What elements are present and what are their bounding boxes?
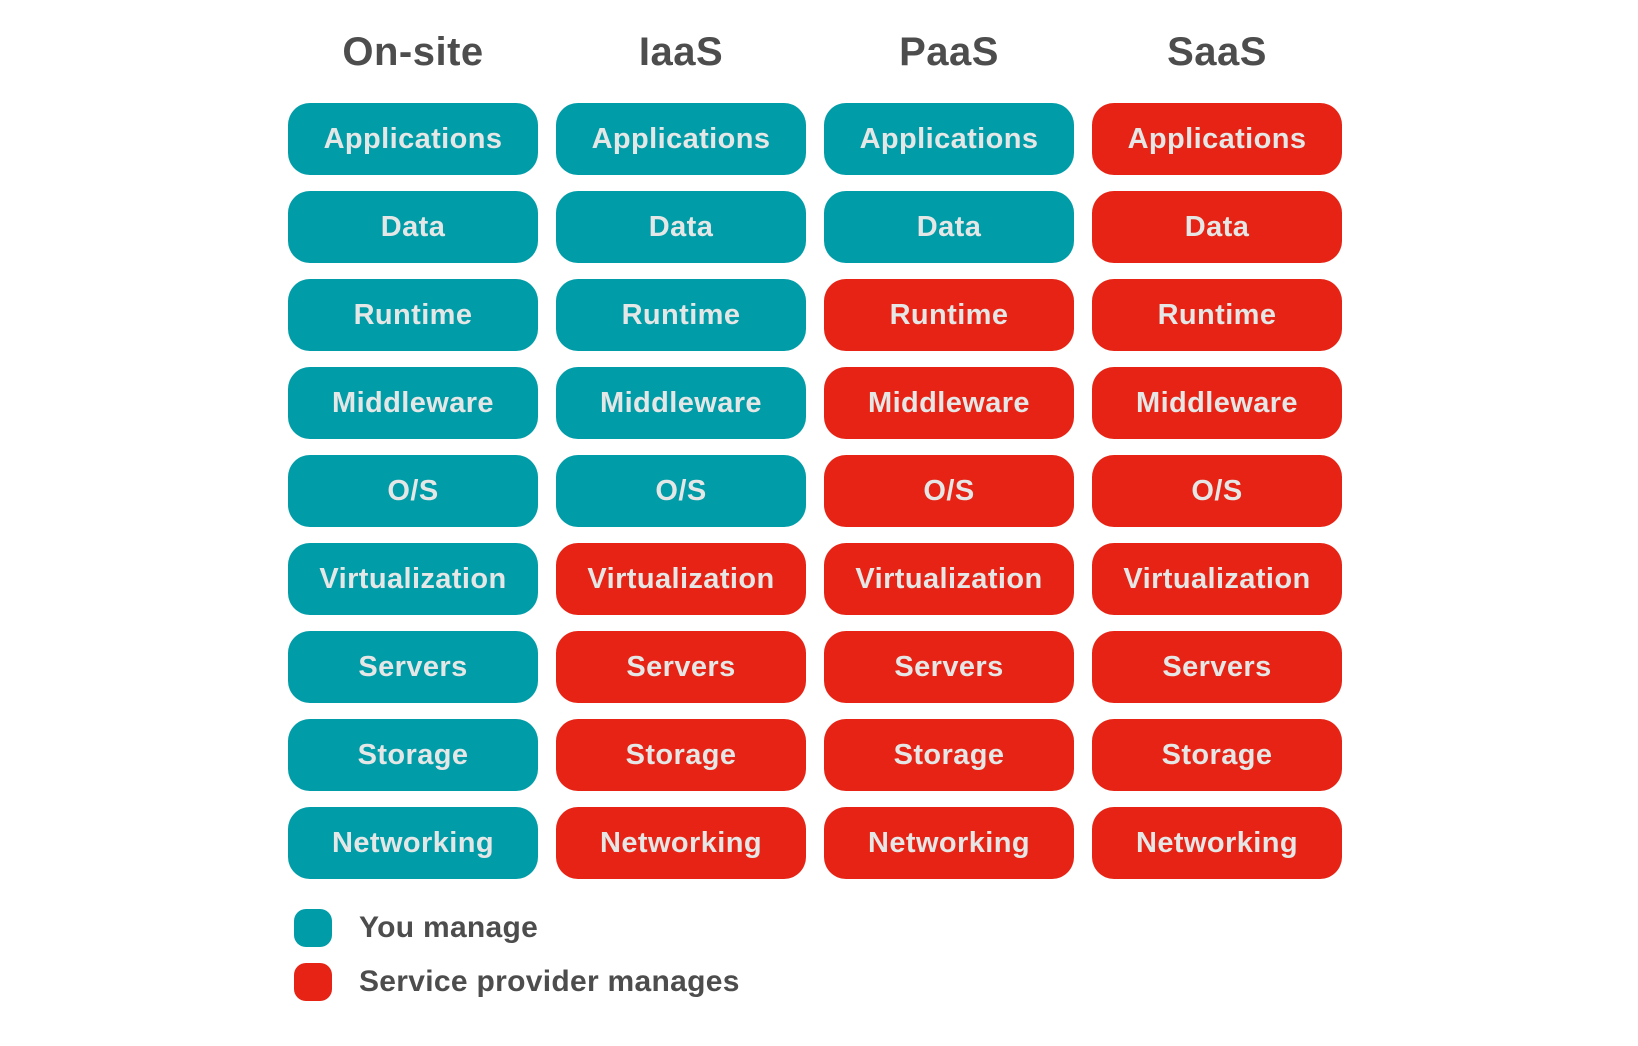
pill-label: Data — [648, 210, 714, 243]
pill-label: Storage — [1161, 738, 1273, 771]
pill-label: Storage — [893, 738, 1005, 771]
pill-label: Runtime — [889, 298, 1009, 331]
pill-iaas-applications: Applications — [556, 103, 806, 175]
pill-label: Networking — [1136, 826, 1298, 859]
pill-iaas-servers: Servers — [556, 631, 806, 703]
pill-saas-applications: Applications — [1092, 103, 1342, 175]
pill-label: Data — [380, 210, 446, 243]
pill-label: O/S — [387, 474, 439, 507]
pill-label: O/S — [655, 474, 707, 507]
pill-label: Runtime — [353, 298, 473, 331]
pill-label: Virtualization — [855, 562, 1043, 595]
pill-label: Servers — [1162, 650, 1272, 683]
pill-paas-data: Data — [824, 191, 1074, 263]
pill-label: Applications — [859, 122, 1039, 155]
pill-paas-storage: Storage — [824, 719, 1074, 791]
pill-paas-virtualization: Virtualization — [824, 543, 1074, 615]
pill-label: Storage — [625, 738, 737, 771]
pill-label: Applications — [591, 122, 771, 155]
pill-on-site-virtualization: Virtualization — [288, 543, 538, 615]
pill-iaas-o-s: O/S — [556, 455, 806, 527]
pill-saas-virtualization: Virtualization — [1092, 543, 1342, 615]
pill-saas-runtime: Runtime — [1092, 279, 1342, 351]
pill-iaas-middleware: Middleware — [556, 367, 806, 439]
pill-iaas-runtime: Runtime — [556, 279, 806, 351]
pill-label: Storage — [357, 738, 469, 771]
column-header-iaas: IaaS — [638, 30, 724, 74]
pill-saas-middleware: Middleware — [1092, 367, 1342, 439]
pill-paas-runtime: Runtime — [824, 279, 1074, 351]
column-header-on-site: On-site — [342, 30, 484, 74]
pill-iaas-storage: Storage — [556, 719, 806, 791]
pill-on-site-servers: Servers — [288, 631, 538, 703]
pill-label: Virtualization — [1123, 562, 1311, 595]
pill-label: Runtime — [1157, 298, 1277, 331]
pill-paas-applications: Applications — [824, 103, 1074, 175]
pill-label: O/S — [1191, 474, 1243, 507]
pill-saas-o-s: O/S — [1092, 455, 1342, 527]
you-manage-swatch-icon — [294, 909, 332, 947]
pill-label: Middleware — [868, 386, 1030, 419]
pill-iaas-virtualization: Virtualization — [556, 543, 806, 615]
pill-on-site-runtime: Runtime — [288, 279, 538, 351]
pill-on-site-storage: Storage — [288, 719, 538, 791]
pill-label: Data — [916, 210, 982, 243]
column-header-paas: PaaS — [899, 30, 999, 74]
pill-saas-networking: Networking — [1092, 807, 1342, 879]
pill-label: Servers — [894, 650, 1004, 683]
pill-label: Servers — [626, 650, 736, 683]
pill-iaas-networking: Networking — [556, 807, 806, 879]
pill-paas-middleware: Middleware — [824, 367, 1074, 439]
pill-label: Middleware — [332, 386, 494, 419]
pill-paas-networking: Networking — [824, 807, 1074, 879]
pill-label: Virtualization — [319, 562, 507, 595]
legend-label: You manage — [359, 911, 539, 944]
pill-label: Applications — [1127, 122, 1307, 155]
pill-label: Middleware — [1136, 386, 1298, 419]
pill-label: Runtime — [621, 298, 741, 331]
pill-label: Virtualization — [587, 562, 775, 595]
pill-paas-servers: Servers — [824, 631, 1074, 703]
column-header-saas: SaaS — [1167, 30, 1267, 74]
pill-saas-servers: Servers — [1092, 631, 1342, 703]
pill-on-site-networking: Networking — [288, 807, 538, 879]
pill-on-site-applications: Applications — [288, 103, 538, 175]
pill-iaas-data: Data — [556, 191, 806, 263]
pill-label: O/S — [923, 474, 975, 507]
legend-item-you-manage: You manage — [294, 909, 740, 947]
pill-label: Data — [1184, 210, 1250, 243]
legend-label: Service provider manages — [359, 965, 740, 998]
pill-label: Networking — [868, 826, 1030, 859]
pill-label: Networking — [600, 826, 762, 859]
pill-on-site-middleware: Middleware — [288, 367, 538, 439]
pill-label: Applications — [323, 122, 503, 155]
pill-on-site-o-s: O/S — [288, 455, 538, 527]
pill-saas-data: Data — [1092, 191, 1342, 263]
pill-on-site-data: Data — [288, 191, 538, 263]
pill-label: Servers — [358, 650, 468, 683]
pill-saas-storage: Storage — [1092, 719, 1342, 791]
pill-label: Networking — [332, 826, 494, 859]
pill-label: Middleware — [600, 386, 762, 419]
legend: You manage Service provider manages — [294, 909, 740, 1001]
provider-manages-swatch-icon — [294, 963, 332, 1001]
pill-paas-o-s: O/S — [824, 455, 1074, 527]
legend-item-provider-manages: Service provider manages — [294, 963, 740, 1001]
